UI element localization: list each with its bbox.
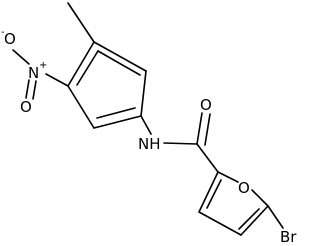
atom-label-amide-o: O [200,96,212,114]
bond-ring-c1-c2 [93,41,147,72]
bond-furan-c3-c2 [198,171,219,213]
bond-c-n-nitro [45,73,69,87]
atom-label-o-nitro-top: O [4,30,16,48]
bond-nh-carbonyl [163,142,198,145]
bond-carbonyl-o-1 [196,112,203,145]
atom-label-o-nitro-bottom: O [20,98,32,116]
bond-n-o-bottom-1 [32,80,37,100]
bond-n-o-bottom-2 [25,79,30,99]
bond-carbonyl-o-2 [204,113,211,146]
bond-c-br [267,205,284,229]
atom-label-amide-nh: NH [138,135,161,153]
bond-ring-nh [140,115,152,135]
atom-label-furan-o: O [238,179,250,197]
bond-ring-c1-c2-inner [97,50,141,76]
atom-label-n-nitro: N [28,64,39,82]
bonds [12,2,284,236]
atom-charge-n-nitro: + [39,60,47,71]
bond-methyl [67,2,95,43]
bond-ring-c3-c4 [93,115,142,129]
atom-label-br: Br [280,228,297,246]
bond-furan-c5-c4-inner [238,208,260,230]
bond-carbonyl-furan [196,143,219,173]
bond-ring-c3-c4-inner [96,107,136,119]
bond-ring-c5-c6 [67,41,95,87]
bond-furan-c3-c2-inner [206,179,222,209]
bond-furan-c4-c3 [198,211,242,236]
bond-furan-o-c5 [251,189,269,207]
bond-furan-c2-o [217,171,239,183]
bond-ring-c4-c5 [67,85,95,129]
molecule-diagram: N + O - O NH O O Br [1,2,297,246]
bond-furan-c5-c4 [240,205,269,236]
bond-ring-c5-c6-inner [76,50,99,86]
atom-labels: N + O - O NH O O Br [1,27,297,246]
bond-ring-c2-c3 [140,70,147,117]
atom-charge-o-nitro-top: - [1,27,5,38]
bond-n-o-top [12,49,30,65]
